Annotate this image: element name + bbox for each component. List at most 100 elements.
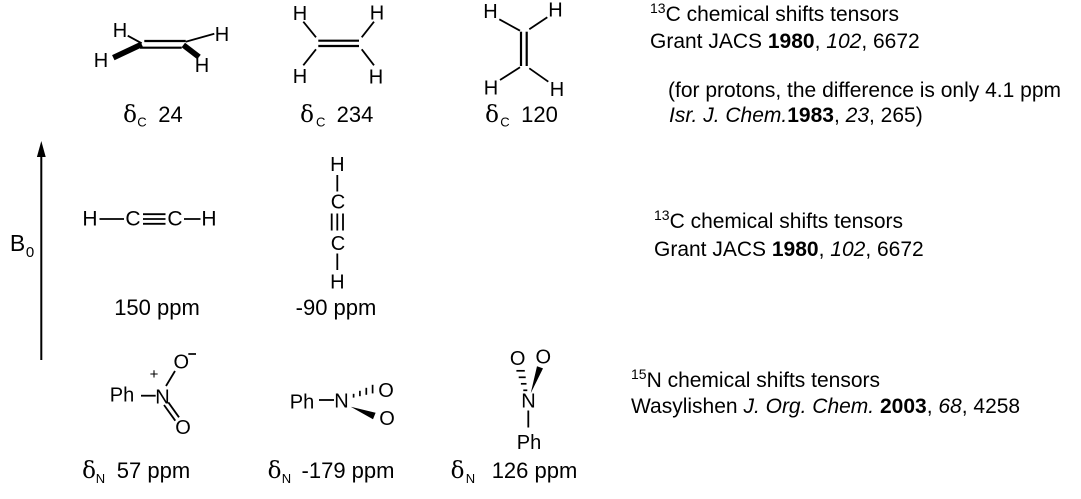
b0-label-subscript: 0 <box>26 244 34 261</box>
bond <box>528 16 548 31</box>
atom-label: C <box>125 208 140 231</box>
reference-text-run: , 6672 <box>861 29 920 53</box>
atom-label: O <box>174 352 190 374</box>
b0-arrowhead <box>36 141 46 157</box>
reference-text-run: 1980 <box>771 237 819 261</box>
shift-value: -179 ppm <box>302 458 395 483</box>
reference-text-run: Grant JACS <box>654 237 772 261</box>
ref-13c-ethylene: 13C chemical shifts tensors <box>650 0 899 27</box>
atom-label: H <box>293 3 307 25</box>
reference-text-run: J. Org. Chem. <box>743 395 880 418</box>
shift-value: 120 <box>521 102 558 127</box>
shift-value: 150 ppm <box>114 295 200 320</box>
delta-symbol: δ <box>451 458 465 484</box>
reference-text-run: 2003 <box>879 395 927 418</box>
isotope-superscript: 13 <box>654 207 670 223</box>
delta-subscript: N <box>282 471 291 486</box>
atom-label: N <box>334 391 348 413</box>
reference-text-run: Isr. J. Chem. <box>669 104 788 127</box>
bond <box>165 370 176 387</box>
delta-subscript: C <box>500 115 509 130</box>
atom-label: O <box>379 408 395 430</box>
charge-plus: + <box>150 366 159 383</box>
atom-label: N <box>155 387 169 409</box>
reference-text-run: C chemical shifts tensors <box>665 3 899 26</box>
wedge-bond <box>181 42 201 60</box>
reference-text-run: Grant JACS <box>650 29 768 53</box>
wedge-bond <box>530 366 543 394</box>
delta-symbol: δ <box>268 458 282 484</box>
delta-symbol: δ <box>123 102 137 128</box>
atom-label: Ph <box>110 385 134 407</box>
delta-symbol: δ <box>485 102 499 128</box>
atom-label: O <box>378 380 394 402</box>
reference-text-run: 1983 <box>787 104 834 127</box>
bond <box>499 66 521 81</box>
reference-text-run: Wasylishen <box>631 395 744 418</box>
ref-15n-nitrobenzene: 15N chemical shifts tensors <box>631 366 880 393</box>
bond <box>302 48 317 66</box>
atom-label: H <box>293 66 307 88</box>
delta-subscript: N <box>466 471 475 486</box>
atom-label: N <box>521 391 535 413</box>
ref-13c-ethylene: Grant JACS 1980, 102, 6672 <box>650 30 920 54</box>
atom-label: C <box>331 233 345 255</box>
atom-label: H <box>484 78 498 100</box>
atom-label: H <box>330 272 344 294</box>
reference-text-run: , <box>926 395 939 418</box>
reference-text-run: C chemical shifts tensors <box>669 210 903 233</box>
shift-value: 24 <box>158 102 182 127</box>
bond <box>360 48 375 66</box>
isotope-superscript: 13 <box>650 0 666 16</box>
atom-label: H <box>548 0 562 22</box>
shift-value: 126 ppm <box>492 458 578 483</box>
reference-text-run: , <box>833 104 846 127</box>
ref-15n-nitrobenzene: Wasylishen J. Org. Chem. 2003, 68, 4258 <box>631 395 1020 419</box>
atom-label: H <box>330 154 344 176</box>
atom-label: H <box>369 67 383 89</box>
reference-text-run: (for protons, the difference is only 4.1… <box>668 79 1061 102</box>
atom-label: O <box>536 347 552 369</box>
atom-label: Ph <box>290 392 314 414</box>
ref-13c-acetylene: Grant JACS 1980, 102, 6672 <box>654 238 924 262</box>
bond <box>163 404 177 422</box>
reference-text-run: , <box>818 237 831 261</box>
shift-value: 57 ppm <box>117 458 190 483</box>
atom-label: C <box>167 208 182 231</box>
atom-label: H <box>94 50 108 72</box>
delta-symbol: δ <box>300 102 314 128</box>
shift-value: -90 ppm <box>296 295 377 320</box>
ref-proton-note: Isr. J. Chem.1983, 23, 265) <box>669 104 923 128</box>
atom-label: H <box>483 1 497 23</box>
atom-label: O <box>510 348 526 370</box>
reference-text-run: N chemical shifts tensors <box>646 368 880 392</box>
atom-label: H <box>215 24 229 46</box>
atom-label: H <box>113 20 127 42</box>
isotope-superscript: 15 <box>631 365 647 382</box>
wedge-bond <box>112 41 143 61</box>
atom-label: H <box>195 55 209 77</box>
reference-text-run: 68 <box>938 395 962 418</box>
bond <box>498 18 521 32</box>
ref-13c-acetylene: 13C chemical shifts tensors <box>654 207 903 234</box>
reference-text-run: 23 <box>845 104 869 127</box>
wedge-bond <box>350 406 376 420</box>
ref-proton-note: (for protons, the difference is only 4.1… <box>668 79 1061 103</box>
reference-text-run: 102 <box>826 29 862 53</box>
atom-label: H <box>201 208 216 231</box>
atom-label: O <box>175 417 191 439</box>
delta-subscript: C <box>316 115 325 130</box>
atom-label: Ph <box>517 432 541 454</box>
delta-symbol: δ <box>82 458 96 484</box>
reference-text-run: , <box>814 29 827 53</box>
